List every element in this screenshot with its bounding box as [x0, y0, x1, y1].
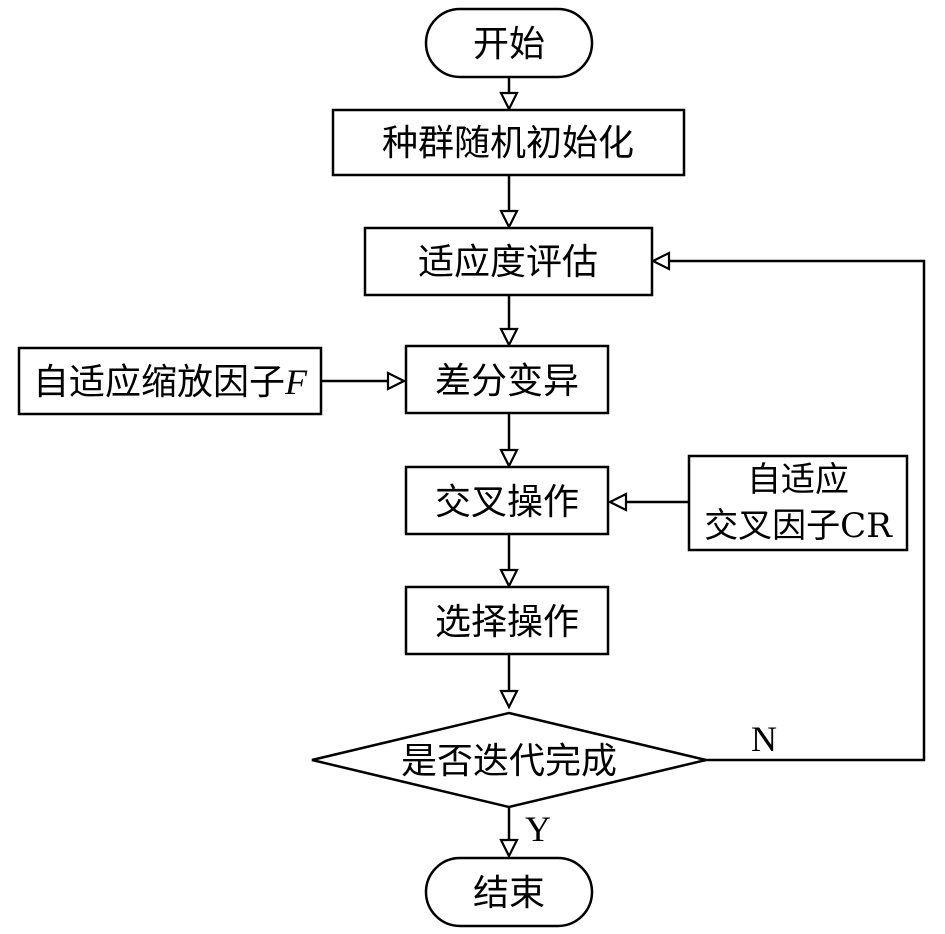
edge-label-yes: Y — [525, 809, 551, 849]
node-init: 种群随机初始化 — [331, 108, 686, 177]
arrowhead-crossover — [499, 448, 519, 469]
decision-diamond-shape — [311, 711, 707, 809]
scale-factor-label: 自适应缩放因子F — [33, 362, 308, 403]
arrowhead-end — [499, 838, 519, 859]
arrowhead-selection — [499, 568, 519, 589]
end-label: 结束 — [473, 873, 545, 914]
input-scale-factor: 自适应缩放因子F — [17, 346, 323, 416]
arrowhead-cr — [607, 492, 628, 512]
node-fitness: 适应度评估 — [363, 226, 654, 297]
scale-factor-symbol: F — [284, 362, 308, 402]
fitness-process-box — [363, 226, 654, 297]
arrowhead-decision — [499, 689, 519, 710]
node-end: 结束 — [424, 856, 594, 928]
arrowheads — [386, 91, 671, 859]
arrowhead-mutation — [499, 327, 519, 348]
node-selection: 选择操作 — [404, 585, 610, 656]
node-decision: 是否迭代完成 — [311, 711, 707, 809]
fitness-label: 适应度评估 — [418, 242, 598, 283]
selection-label: 选择操作 — [435, 602, 579, 643]
start-label: 开始 — [473, 24, 545, 65]
decision-label: 是否迭代完成 — [401, 741, 617, 782]
crossover-label: 交叉操作 — [435, 482, 579, 523]
node-start: 开始 — [424, 7, 594, 79]
edge-label-no: N — [751, 719, 777, 759]
end-terminal-shape — [424, 856, 594, 928]
arrowhead-scale-factor — [386, 371, 407, 391]
mutation-label: 差分变异 — [435, 361, 579, 402]
selection-process-box — [404, 585, 610, 656]
node-mutation: 差分变异 — [404, 344, 610, 415]
scale-factor-box — [17, 346, 323, 416]
crossover-factor-line1: 自适应 — [747, 460, 849, 500]
node-crossover: 交叉操作 — [404, 465, 610, 536]
crossover-process-box — [404, 465, 610, 536]
input-crossover-factor: 自适应 交叉因子CR — [687, 454, 909, 552]
connectors — [322, 78, 926, 842]
crossover-factor-line2: 交叉因子CR — [704, 506, 893, 546]
arrowhead-loop-back — [650, 251, 671, 271]
scale-factor-text: 自适应缩放因子 — [33, 362, 285, 403]
init-label: 种群随机初始化 — [382, 123, 634, 164]
edge-no-loop — [669, 259, 926, 762]
mutation-process-box — [404, 344, 610, 415]
start-terminal-shape — [424, 7, 594, 79]
arrowhead-fitness — [499, 209, 519, 230]
arrowhead-init — [499, 91, 519, 112]
init-process-box — [331, 108, 686, 177]
crossover-factor-box — [687, 454, 909, 552]
